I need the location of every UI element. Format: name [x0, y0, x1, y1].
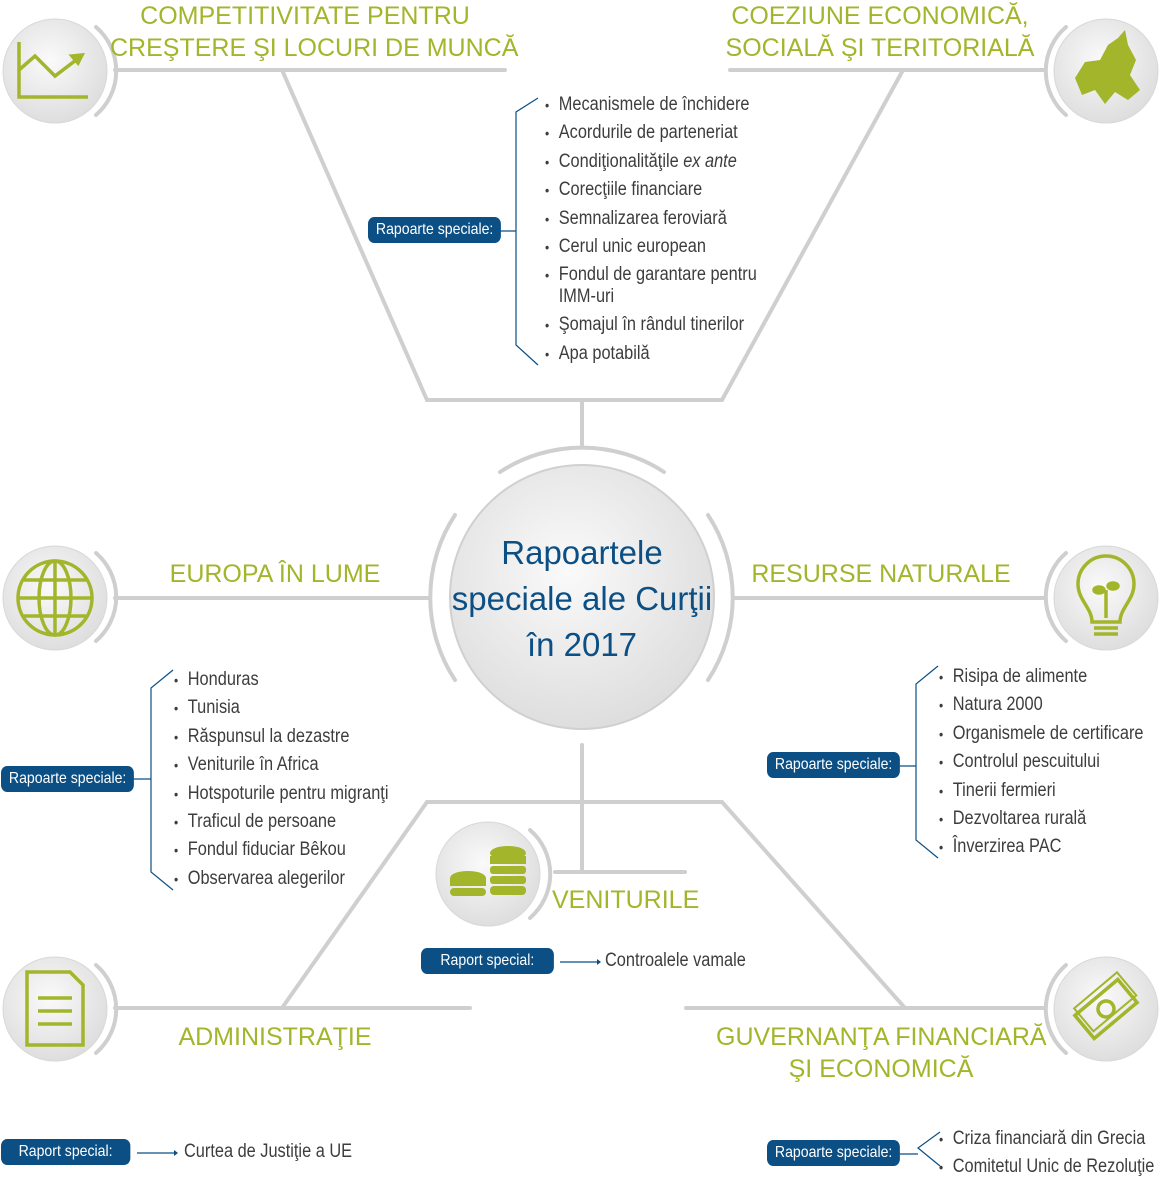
list-item: Fondul fiduciar Bêkou — [174, 836, 415, 865]
title-competitivitate: COMPETITIVITATE PENTRU CREŞTERE ŞI LOCURI… — [110, 0, 519, 64]
title-line: ŞI ECONOMICĂ — [788, 1055, 974, 1083]
list-resurse: Risipa de alimente Natura 2000 Organisme… — [939, 663, 1161, 862]
list-item: Tinerii fermieri — [939, 777, 1161, 806]
list-item: Corecţiile financiare — [545, 176, 769, 205]
list-item: Dezvoltarea rurală — [939, 805, 1161, 834]
list-item: Condiţionalităţile ex ante — [545, 148, 769, 177]
center-line: speciale ale Curţii — [451, 580, 713, 617]
center-title: Rapoartele speciale ale Curţii în 2017 — [450, 530, 714, 668]
item-venituri: Controalele vamale — [605, 950, 746, 971]
list-item: Apa potabilă — [545, 340, 769, 369]
badge-europa: Rapoarte speciale: — [1, 766, 135, 792]
title-line: COMPETITIVITATE PENTRU — [140, 2, 470, 30]
list-item: Semnalizarea feroviară — [545, 205, 769, 234]
list-item: Şomajul în rândul tinerilor — [545, 311, 769, 340]
title-resurse: RESURSE NATURALE — [751, 560, 1011, 588]
list-item: Traficul de persoane — [174, 808, 415, 837]
globe-icon — [16, 559, 94, 637]
center-line: în 2017 — [526, 626, 638, 663]
item-text: Condiţionalităţile — [558, 150, 679, 172]
list-item: Criza financiară din Grecia — [939, 1125, 1161, 1154]
list-item: Tunisia — [174, 694, 415, 723]
center-line: Rapoartele — [501, 534, 663, 571]
list-guvernanta: Criza financiară din Grecia Comitetul Un… — [939, 1125, 1161, 1180]
list-item: Acordurile de parteneriat — [545, 119, 769, 148]
banknotes-icon — [1072, 970, 1140, 1041]
lightbulb-plant-icon — [1076, 554, 1136, 636]
europe-map-icon — [1075, 30, 1140, 104]
list-item: Hotspoturile pentru migranţi — [174, 780, 415, 809]
title-line: CREŞTERE ŞI LOCURI DE MUNCĂ — [110, 34, 519, 62]
chart-up-icon — [17, 42, 88, 99]
brackets — [130, 97, 941, 1167]
title-guvernanta: GUVERNANŢA FINANCIARĂ ŞI ECONOMICĂ — [716, 1021, 1047, 1085]
list-item: Controlul pescuitului — [939, 748, 1161, 777]
title-venituri: VENITURILE — [552, 886, 700, 914]
title-line: COEZIUNE ECONOMICĂ, — [731, 2, 1029, 30]
list-coeziune: Mecanismele de închidere Acordurile de p… — [545, 91, 769, 369]
item-italic: ex ante — [683, 150, 737, 172]
title-line: GUVERNANŢA FINANCIARĂ — [716, 1023, 1047, 1051]
list-europa: Honduras Tunisia Răspunsul la dezastre V… — [174, 666, 415, 894]
list-item: Cerul unic european — [545, 233, 769, 262]
title-europa: EUROPA ÎN LUME — [169, 560, 381, 588]
title-administratie: ADMINISTRAŢIE — [178, 1023, 372, 1051]
title-coeziune: COEZIUNE ECONOMICĂ, SOCIALĂ ŞI TERITORIAL… — [710, 0, 1050, 64]
list-item: Răspunsul la dezastre — [174, 723, 415, 752]
list-item: Veniturile în Africa — [174, 751, 415, 780]
list-item: Înverzirea PAC — [939, 833, 1161, 862]
list-item: Mecanismele de închidere — [545, 91, 769, 120]
badge-guvernanta: Rapoarte speciale: — [767, 1140, 901, 1166]
document-icon — [25, 970, 85, 1047]
list-item: Fondul de garantare pentru IMM-uri — [545, 261, 769, 311]
list-item: Organismele de certificare — [939, 720, 1161, 749]
badge-administratie: Raport special: — [1, 1139, 131, 1165]
list-item: Natura 2000 — [939, 691, 1161, 720]
list-item: Honduras — [174, 666, 415, 695]
list-item: Risipa de alimente — [939, 663, 1161, 692]
badge-venituri: Raport special: — [421, 948, 554, 974]
badge-coeziune: Rapoarte speciale: — [368, 217, 502, 243]
item-administratie: Curtea de Justiţie a UE — [184, 1141, 353, 1162]
list-item: Comitetul Unic de Rezoluţie — [939, 1153, 1161, 1180]
coins-icon — [450, 846, 526, 896]
badge-resurse: Rapoarte speciale: — [767, 752, 901, 778]
list-item: Observarea alegerilor — [174, 865, 415, 894]
title-line: SOCIALĂ ŞI TERITORIALĂ — [725, 34, 1035, 62]
